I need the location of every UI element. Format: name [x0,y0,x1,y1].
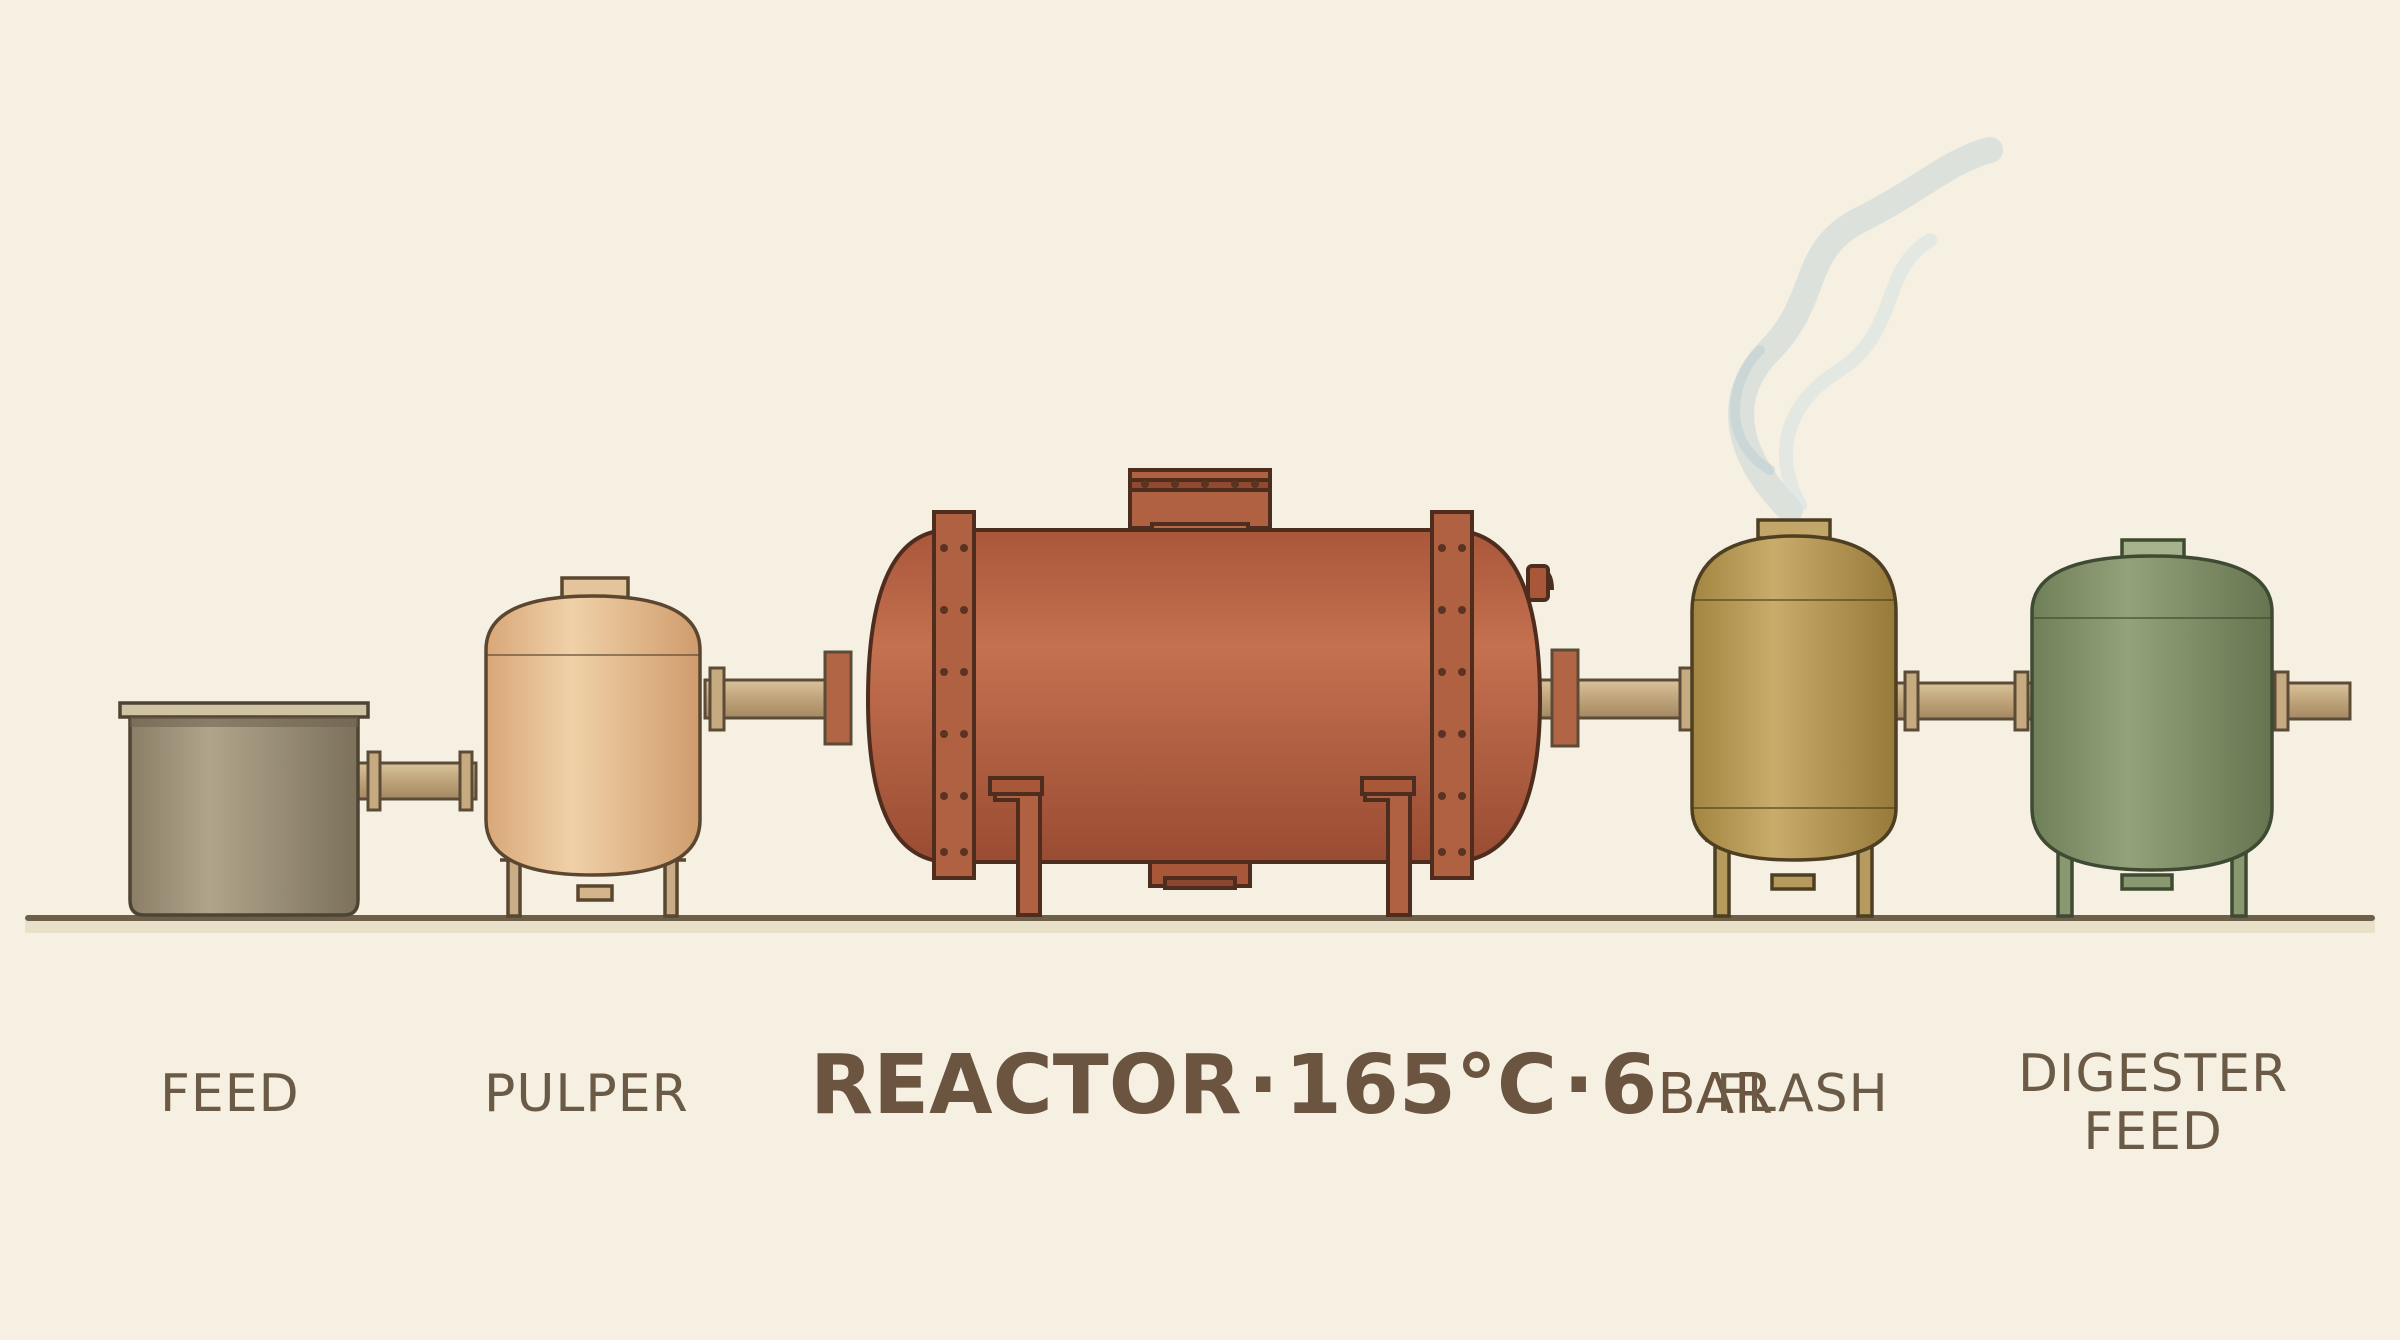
reactor-separator-2: · [1563,1038,1595,1133]
ground-line [25,915,2375,921]
reactor-separator-1: · [1247,1038,1279,1133]
feed-tank-icon [118,701,370,917]
feed-label: FEED [160,1064,300,1124]
reactor-temperature: 165°C [1284,1038,1558,1133]
flash-label: FLASH [1716,1064,1889,1124]
connecting-pipes [356,648,2352,812]
pulper-label: PULPER [484,1064,689,1124]
steam-icon [1728,137,2003,523]
flash-vessel-icon [1690,518,1898,918]
pulper-vessel-icon [484,576,702,918]
reactor-label: REACTOR·165°C·6BAR [810,1040,1773,1132]
digester-vessel-icon [2030,538,2274,918]
reactor-pressure-value: 6 [1600,1038,1658,1133]
digester-feed-label-line1: DIGESTER [2018,1044,2289,1104]
reactor-pressure-unit: BAR [1657,1062,1773,1127]
digester-feed-label-line2: FEED [2083,1102,2223,1163]
reactor-vessel-icon [865,468,1554,917]
reactor-name: REACTOR [810,1038,1242,1133]
digester-feed-label: DIGESTER FEED [2018,1044,2289,1163]
